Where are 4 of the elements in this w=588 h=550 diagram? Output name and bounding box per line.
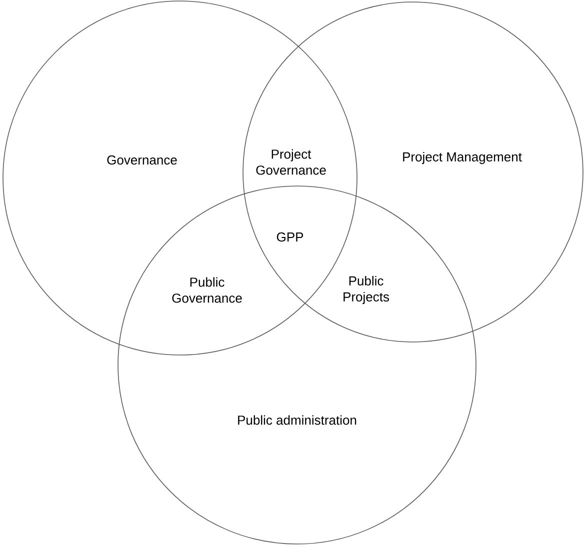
region-label: Public Governance	[172, 277, 242, 303]
region-label: Public Projects	[344, 276, 390, 304]
region-label: GPP	[276, 232, 304, 242]
region-label: Project Governance	[256, 149, 326, 175]
